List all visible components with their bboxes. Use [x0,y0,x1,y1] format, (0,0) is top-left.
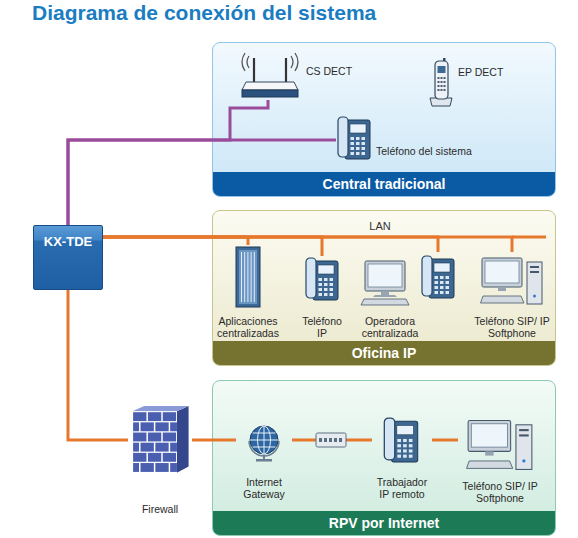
device-node: CS DECT [240,52,380,100]
network-link [103,237,438,252]
device-node: Teléfono SIP/ IP Softphone [474,252,550,338]
network-link [103,237,512,252]
network-link [68,140,336,225]
panel-footer: Central tradicional [213,172,555,196]
server-icon [233,245,263,309]
pbx-box: KX-TDE [33,225,103,290]
device-label: Internet Gateway [236,476,292,500]
computer-icon [480,256,544,306]
computer-icon [466,418,534,472]
network-link [292,439,372,442]
lan-bus-tail [512,236,546,239]
desk-phone-icon [304,256,340,302]
pbx-label: KX-TDE [34,234,102,249]
dect-base-station-icon [240,52,300,100]
panel-footer: RPV por Internet [213,511,555,535]
group-panel: Oficina IPAplicaciones centralizadas Telé… [212,210,556,366]
network-hub [316,433,346,447]
device-label: Teléfono IP [300,315,344,339]
diagram-title: Diagrama de conexión del sistema [32,1,376,25]
device-node: Aplicaciones centralizadas [212,245,284,339]
desk-phone-icon [336,115,372,161]
device-node: Trabajador IP remoto [372,416,432,500]
device-label: Teléfono SIP/ IP Softphone [474,315,550,339]
device-label: EP DECT [458,66,524,78]
desk-phone-icon [382,416,420,464]
device-label: CS DECT [306,65,380,77]
firewall-icon [128,405,192,477]
globe-icon [244,422,284,462]
device-label: Trabajador IP remoto [372,476,432,500]
network-link [192,439,236,442]
device-node: Teléfono SIP/ IP Softphone [458,416,542,500]
device-label: Teléfono del sistema [376,145,486,157]
network-link [68,290,128,440]
dect-handset-icon [428,58,454,108]
group-panel: Central tradicional CS DECT EP DECT Teléfon… [212,42,556,197]
network-link [68,100,268,225]
device-node: Teléfono del sistema [336,115,486,163]
device-node: EP DECT [428,58,524,110]
device-node: Internet Gateway [236,420,292,500]
device-node: Teléfono IP [300,256,344,338]
panel-footer: Oficina IP [213,341,555,365]
device-node: Firewall [128,405,192,517]
device-label: Aplicaciones centralizadas [212,315,284,339]
device-label: Firewall [128,503,192,515]
device-node: Operadora centralizada [360,252,456,338]
network-link [432,439,458,442]
device-label: Teléfono SIP/ IP Softphone [458,480,542,504]
group-panel: RPV por Internet Internet Gateway Trabajad… [212,380,556,536]
monitor-icon [360,260,410,306]
desk-phone-icon [420,254,456,300]
device-label: Operadora centralizada [360,315,420,339]
network-link [103,237,248,245]
network-link [103,237,322,256]
network-label: LAN [362,220,398,232]
